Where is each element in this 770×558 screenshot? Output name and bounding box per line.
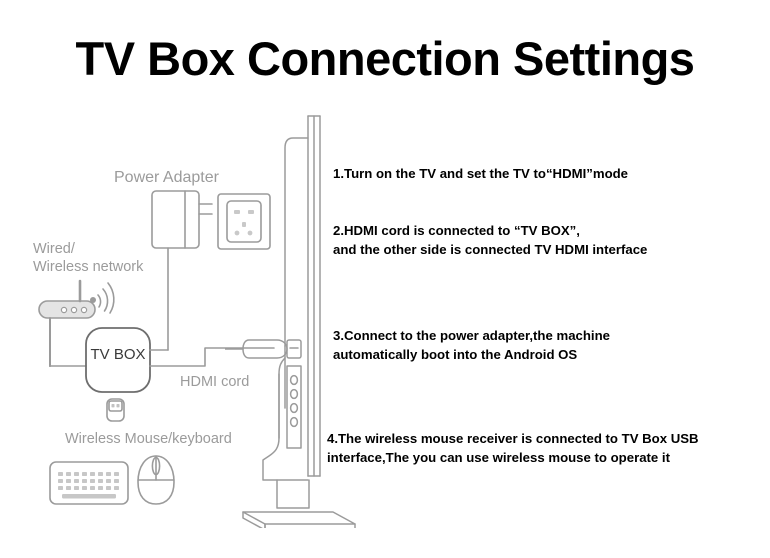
- step-4-line-2: interface,The you can use wireless mouse…: [327, 449, 670, 465]
- label-network: Wired/ Wireless network: [33, 240, 143, 276]
- instruction-step-4: 4.The wireless mouse receiver is connect…: [327, 430, 699, 467]
- instruction-step-2: 2.HDMI cord is connected to “TV BOX”, an…: [333, 222, 647, 259]
- step-1-line-1: 1.Turn on the TV and set the TV to“HDMI”…: [333, 166, 629, 181]
- usb-dongle-icon: [106, 398, 125, 422]
- television-side-view-icon: [225, 115, 356, 528]
- label-network-line1: Wired/: [33, 241, 75, 257]
- step-2-line-2: and the other side is connected TV HDMI …: [333, 241, 648, 257]
- tv-box-icon: [85, 327, 275, 393]
- instruction-step-3: 3.Connect to the power adapter,the machi…: [333, 327, 610, 364]
- wall-socket-icon: [217, 193, 271, 250]
- connection-diagram: [38, 190, 275, 505]
- wifi-router-icon: [38, 279, 115, 366]
- step-4-line-1: 4.The wireless mouse receiver is connect…: [327, 431, 699, 446]
- mouse-icon: [137, 455, 175, 505]
- power-adapter-icon: [151, 190, 213, 351]
- step-3-line-1: 3.Connect to the power adapter,the machi…: [333, 328, 610, 343]
- label-hdmi-cord: HDMI cord: [180, 374, 250, 390]
- label-wireless-mouse-keyboard: Wireless Mouse/keyboard: [65, 431, 232, 447]
- page-title: TV Box Connection Settings: [75, 32, 695, 85]
- step-3-line-2: automatically boot into the Android OS: [333, 346, 578, 362]
- label-power-adapter: Power Adapter: [114, 169, 219, 186]
- instruction-step-1: 1.Turn on the TV and set the TV to“HDMI”…: [333, 165, 628, 184]
- label-tv-box: TV BOX: [90, 346, 146, 363]
- keyboard-icon: [49, 461, 129, 505]
- step-2-line-1: 2.HDMI cord is connected to “TV BOX”,: [333, 223, 580, 238]
- label-network-line2: Wireless network: [33, 259, 144, 276]
